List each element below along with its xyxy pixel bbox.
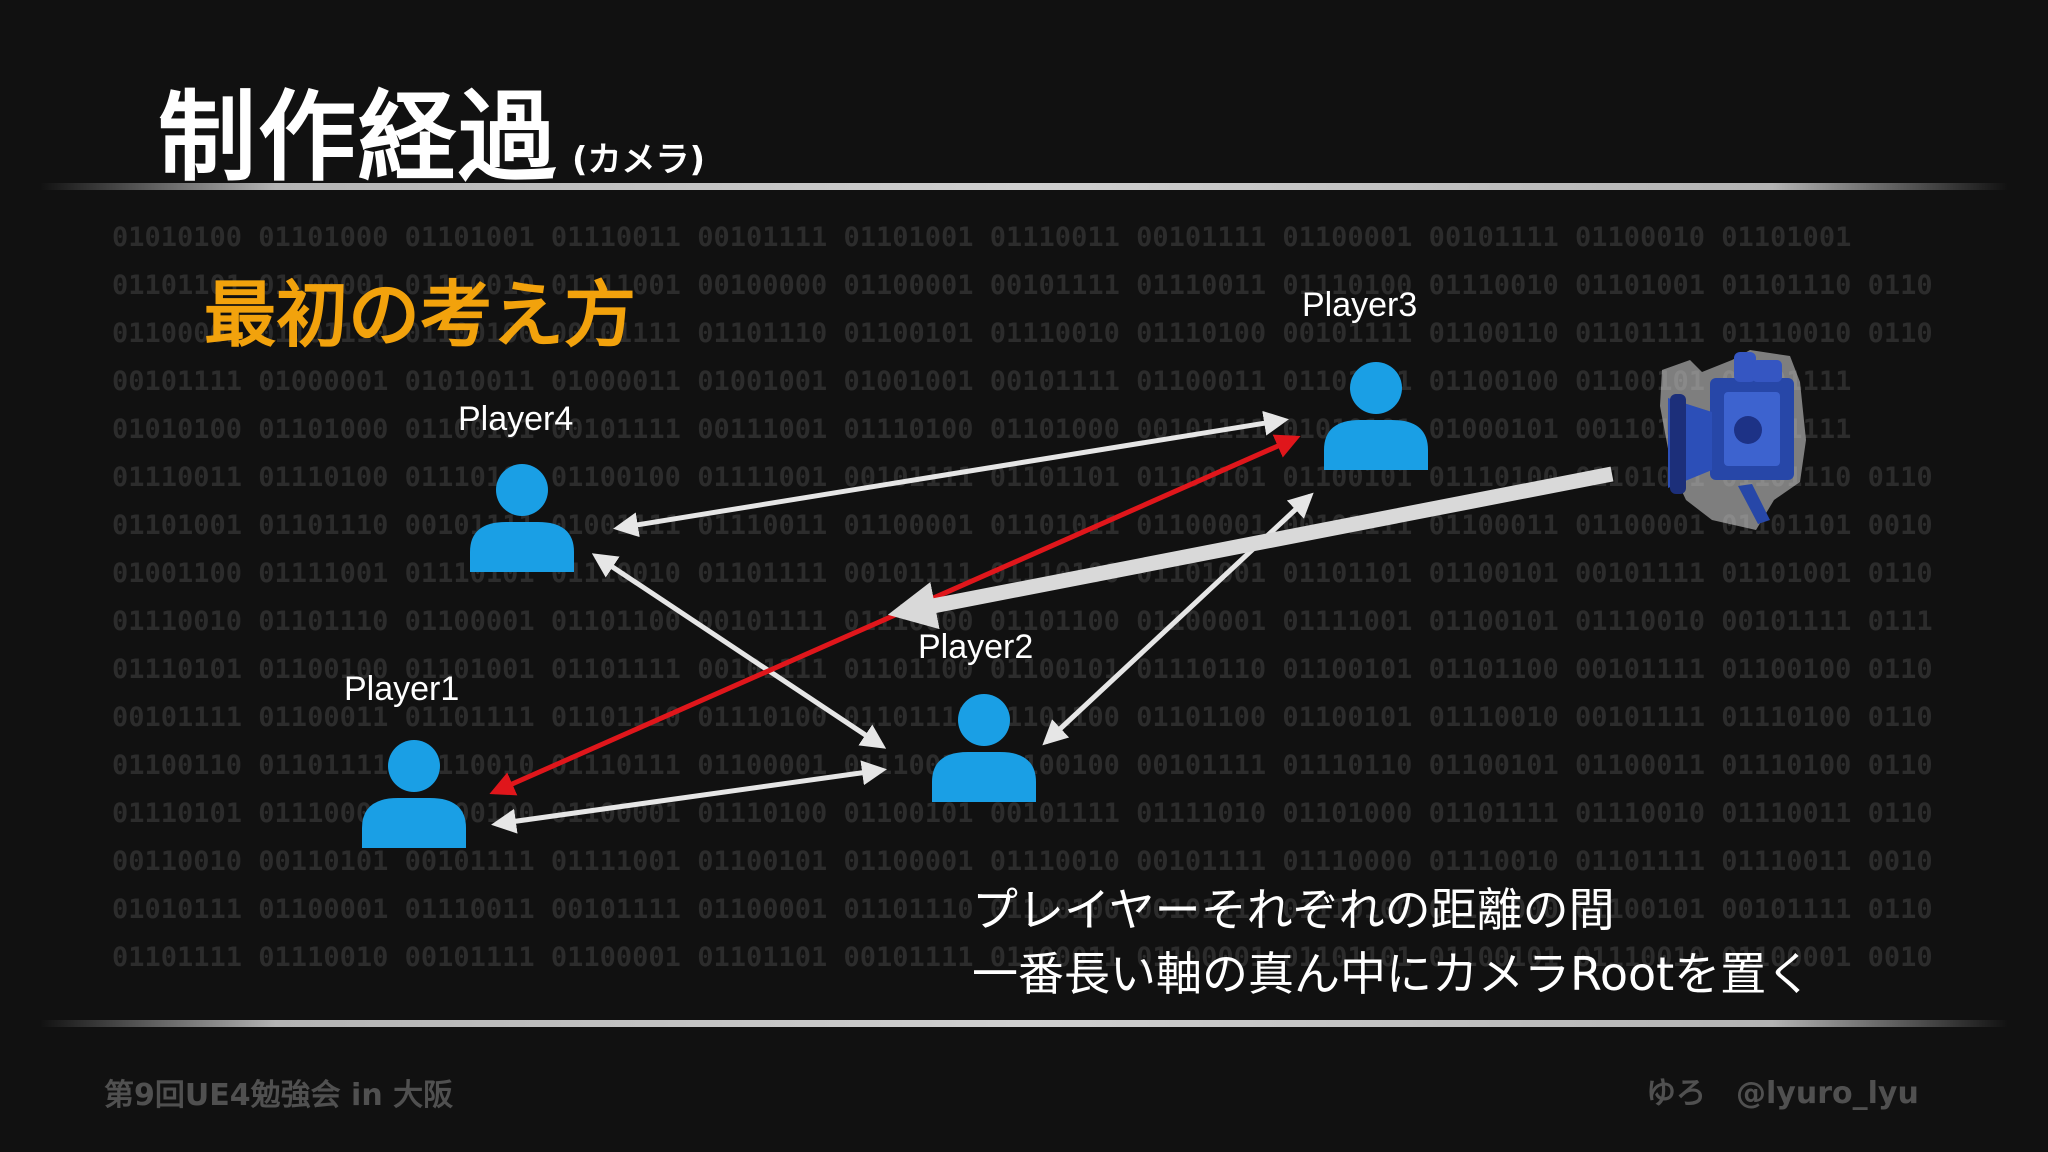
description-line-2: 一番長い軸の真ん中にカメラRootを置く	[972, 947, 1813, 1001]
description-line-1: プレイヤーそれぞれの距離の間	[972, 883, 1615, 937]
camera-root-pointer	[887, 466, 1614, 630]
connector-player4-player3	[613, 410, 1289, 538]
longest-axis-player1-player3	[489, 434, 1301, 796]
player3-label: Player3	[1302, 286, 1418, 324]
binary-row: 00101111 01000001 01010011 01000011 0100…	[112, 366, 1852, 397]
binary-row: 01100001 01101110 01100100 00101111 0110…	[112, 318, 1932, 349]
binary-row: 00110010 00110101 00101111 01111001 0110…	[112, 846, 1932, 877]
player2-icon	[932, 694, 1036, 802]
player3-icon	[1324, 362, 1428, 470]
connector-player1-player2	[491, 760, 887, 834]
title-main: 制作経過	[158, 81, 559, 195]
connector-player4-player2	[591, 553, 887, 749]
player1-label: Player1	[344, 670, 460, 708]
footer-event-name: 第9回UE4勉強会 in 大阪	[104, 1078, 454, 1113]
bottom-divider	[40, 1020, 2008, 1027]
video-camera-icon	[1660, 350, 1806, 530]
player4-icon	[470, 464, 574, 572]
player4-label: Player4	[458, 400, 574, 438]
top-divider	[40, 183, 2008, 190]
title-sub: (カメラ)	[572, 140, 706, 180]
section-subtitle: 最初の考え方	[204, 273, 637, 357]
player2-label: Player2	[918, 628, 1034, 666]
binary-row: 01010111 01100001 01110011 00101111 0110…	[112, 894, 1932, 925]
footer-author: ゆろ @lyuro_lyu	[1646, 1076, 1919, 1111]
player1-icon	[362, 740, 466, 848]
binary-row: 01101101 01100001 01110010 01111001 0010…	[112, 270, 1932, 301]
slide-title: 制作経過 (カメラ)	[158, 58, 705, 200]
binary-row: 01010100 01101000 01101001 01110011 0010…	[112, 222, 1852, 253]
binary-row: 01101111 01110010 00101111 01100001 0110…	[112, 942, 1932, 973]
description: プレイヤーそれぞれの距離の間 一番長い軸の真ん中にカメラRootを置く	[972, 878, 1812, 1006]
